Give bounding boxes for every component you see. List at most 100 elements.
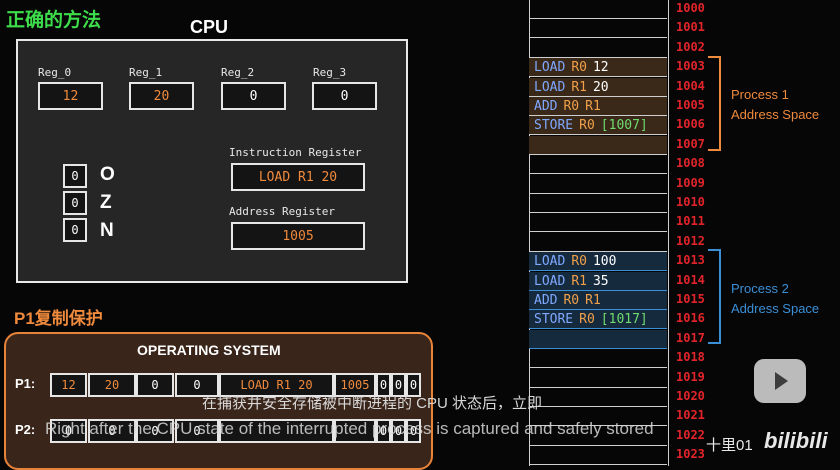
memory-column (529, 0, 669, 466)
memory-cell (529, 369, 667, 388)
flag-z-label: Z (100, 192, 112, 213)
instr-arg: [1007] (600, 117, 648, 133)
process-brackets (708, 56, 721, 344)
memory-cell (529, 175, 667, 194)
memory-address: 1007 (676, 137, 705, 151)
memory-address: 1001 (676, 20, 705, 34)
memory-cell (529, 233, 667, 252)
flag-n-label: N (100, 220, 114, 241)
memory-address: 1003 (676, 59, 705, 73)
instr-op: STORE (534, 311, 574, 327)
instr-arg: R1 (585, 98, 601, 114)
instruction-register-value: LOAD R1 20 (231, 163, 365, 191)
instr-reg: R0 (579, 117, 595, 133)
flag-z-value: 0 (63, 191, 87, 215)
reg-2-label: Reg_2 (221, 66, 255, 79)
memory-address: 1006 (676, 117, 705, 131)
memory-address: 1020 (676, 389, 705, 403)
os-p1-cell: 20 (88, 373, 136, 397)
reg-1-value: 20 (129, 82, 194, 110)
flag-o-value: 0 (63, 164, 87, 188)
memory-address: 1002 (676, 40, 705, 54)
os-p2-cell: 0 (376, 419, 391, 443)
memory-cell (529, 349, 667, 368)
os-p1-cell: 0 (376, 373, 391, 397)
memory-address: 1008 (676, 156, 705, 170)
memory-cell: STORE R0 [1007] (529, 116, 667, 135)
memory-cell: ADD R0 R1 (529, 291, 667, 310)
memory-cell (529, 213, 667, 232)
memory-cell (529, 0, 667, 19)
heading-p1-copy-protect: P1复制保护 (14, 309, 103, 328)
process-1-bracket (708, 56, 721, 151)
memory-address: 1017 (676, 331, 705, 345)
instr-reg: R0 (571, 59, 587, 75)
memory-address: 1013 (676, 253, 705, 267)
reg-1-label: Reg_1 (129, 66, 163, 79)
memory-address: 1009 (676, 176, 705, 190)
memory-cell (529, 155, 667, 174)
memory-address: 1004 (676, 79, 705, 93)
memory-cell (529, 194, 667, 213)
address-register-value: 1005 (231, 222, 365, 250)
instr-arg: 12 (592, 59, 609, 75)
subtitle-chinese: 在捕获并安全存储被中断进程的 CPU 状态后，立即 (202, 395, 543, 412)
os-p1-cell: 0 (406, 373, 421, 397)
os-p1-cell: 12 (50, 373, 87, 397)
memory-address: 1012 (676, 234, 705, 248)
play-triangle-icon (775, 372, 788, 390)
reg-3-value: 0 (312, 82, 377, 110)
instr-op: ADD (534, 292, 558, 308)
memory-address: 1005 (676, 98, 705, 112)
os-p2-cell: 0 (406, 419, 421, 443)
process-2-label-line1: Process 2 (731, 281, 789, 296)
memory-address: 1016 (676, 311, 705, 325)
process-1-label-line2: Address Space (731, 107, 820, 122)
instr-op: LOAD (534, 253, 566, 269)
os-p1-cell: 0 (391, 373, 406, 397)
memory-address: 1010 (676, 195, 705, 209)
instr-arg: 20 (592, 79, 609, 95)
instr-op: STORE (534, 117, 574, 133)
instr-reg: R1 (571, 79, 587, 95)
memory-cell (529, 427, 667, 446)
memory-address: 1022 (676, 428, 705, 442)
instr-reg: R0 (571, 253, 587, 269)
instr-arg: R1 (585, 292, 601, 308)
instr-reg: R1 (571, 273, 587, 289)
instr-reg: R0 (563, 292, 580, 308)
os-p2-label: P2: (15, 422, 36, 437)
memory-address: 1023 (676, 447, 705, 461)
watermark-author: 十里01 (706, 437, 753, 454)
os-p1-cell: LOAD R1 20 (219, 373, 334, 397)
os-p1-cell: 0 (136, 373, 174, 397)
instr-arg: [1017] (600, 311, 648, 327)
operating-system-panel (4, 332, 433, 470)
memory-cell (529, 136, 667, 155)
address-register-label: Address Register (229, 205, 335, 218)
os-p2-cell (219, 419, 334, 443)
process-2-label: Process 2 Address Space (731, 279, 819, 319)
play-icon (754, 359, 806, 403)
bilibili-logo: bilibili (764, 428, 828, 453)
heading-correct-method: 正确的方法 (6, 10, 102, 31)
cpu-title: CPU (190, 17, 229, 37)
memory-cell (529, 330, 667, 349)
os-p1-cell: 1005 (334, 373, 376, 397)
reg-0-label: Reg_0 (38, 66, 72, 79)
memory-address: 1021 (676, 408, 705, 422)
reg-3-label: Reg_3 (313, 66, 347, 79)
os-p2-cell (334, 419, 376, 443)
memory-address: 1014 (676, 273, 705, 287)
memory-address: 1015 (676, 292, 705, 306)
os-p2-cell: 0 (50, 419, 87, 443)
memory-cell (529, 407, 667, 426)
os-p1-label: P1: (15, 376, 36, 391)
subtitle-english: Right after the CPU state of the interru… (45, 419, 654, 438)
instr-op: LOAD (534, 59, 566, 75)
instruction-register-label: Instruction Register (229, 146, 362, 159)
instr-op: LOAD (534, 273, 566, 289)
instr-op: ADD (534, 98, 558, 114)
